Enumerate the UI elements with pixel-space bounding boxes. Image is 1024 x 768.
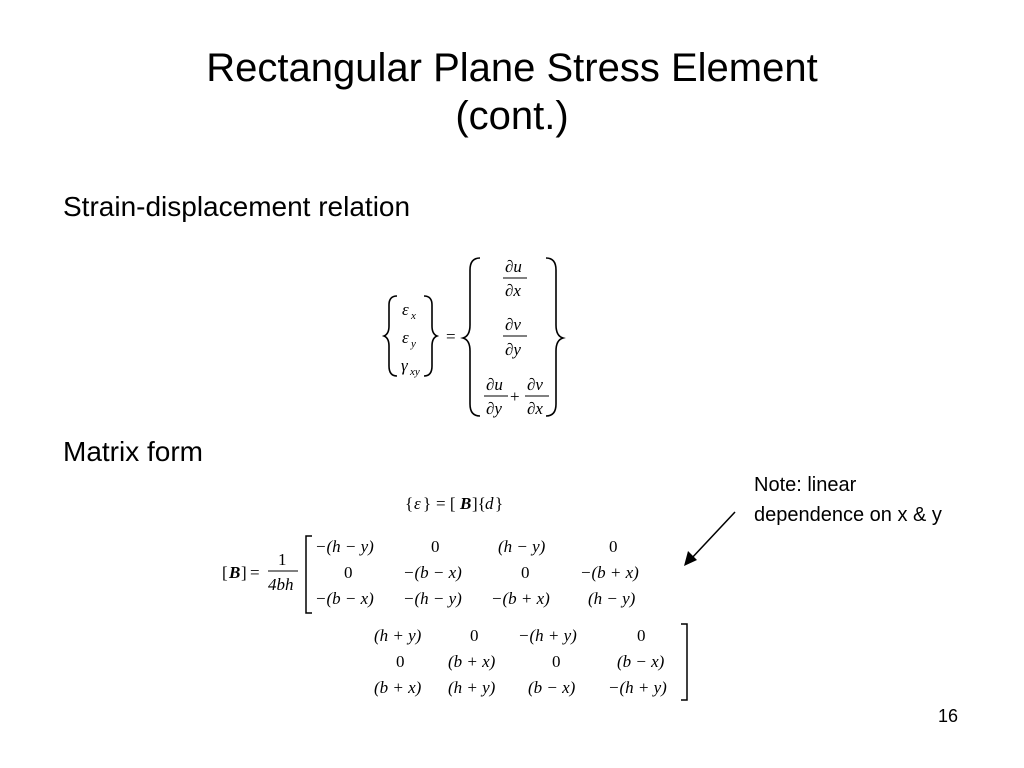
partial-x-den-1: ∂x (505, 281, 521, 300)
cell-bottom-1-1: (b + x) (448, 652, 496, 671)
plus-sign: + (510, 387, 520, 406)
gamma-xy-subscript: xy (409, 366, 420, 378)
cell-bottom-1-0: 0 (396, 652, 405, 671)
cell-top-1-3: −(b + x) (580, 563, 639, 582)
gamma-xy: γ (401, 356, 409, 375)
cell-top-2-2: −(b + x) (491, 589, 550, 608)
cell-bottom-1-3: (b − x) (617, 652, 665, 671)
b-label-bracket-close: ] (241, 563, 247, 582)
fraction-denominator: 4bh (268, 575, 294, 594)
b-symbol: B (459, 494, 471, 513)
cell-bottom-2-2: (b − x) (528, 678, 576, 697)
note-callout: Note: linear dependence on x & y (754, 470, 942, 530)
eps-brace-open: { (405, 494, 413, 513)
cell-bottom-0-3: 0 (637, 626, 646, 645)
cell-bottom-2-1: (h + y) (448, 678, 496, 697)
epsilon-x: ε (402, 300, 409, 319)
heading-matrix-form: Matrix form (63, 436, 203, 467)
matrix-top-rows: −(h − y) 0 (h − y) 0 0 −(b − x) 0 −(b + … (315, 537, 639, 608)
b-equals: = (250, 563, 260, 582)
matrix-left-bracket (305, 535, 312, 614)
d-brace-close: } (495, 494, 503, 513)
right-brace-open (460, 257, 481, 417)
heading-strain-displacement: Strain-displacement relation (63, 191, 411, 222)
d-symbol: d (485, 494, 494, 513)
cell-bottom-1-2: 0 (552, 652, 561, 671)
partial-u-num-2: ∂u (486, 375, 503, 394)
matrix-bottom-rows: (h + y) 0 −(h + y) 0 0 (b + x) 0 (b − x)… (374, 626, 667, 697)
b-label-bracket-open: [ (222, 563, 228, 582)
b-matrix: [ B ] = 1 4bh −(h − y) 0 (h − y) 0 0 −(b… (222, 535, 688, 701)
partial-v-num-1: ∂v (505, 315, 521, 334)
cell-top-0-3: 0 (609, 537, 618, 556)
cell-top-2-0: −(b − x) (315, 589, 374, 608)
epsilon-x-subscript: x (410, 310, 416, 322)
partial-x-den-2: ∂x (527, 399, 543, 418)
partial-y-den-1: ∂y (505, 340, 521, 359)
eps-brace-close: } (423, 494, 431, 513)
strain-displacement-equation: ε x ε y γ xy = ∂u ∂x ∂v ∂y ∂u ∂y + ∂v ∂x (381, 257, 566, 418)
epsilon-y: ε (402, 328, 409, 347)
page-number: 16 (938, 706, 959, 726)
partial-v-num-2: ∂v (527, 375, 543, 394)
cell-top-2-1: −(h − y) (403, 589, 462, 608)
cell-top-0-1: 0 (431, 537, 440, 556)
left-brace-close (423, 295, 440, 377)
cell-top-1-0: 0 (344, 563, 353, 582)
cell-bottom-0-1: 0 (470, 626, 479, 645)
cell-top-1-2: 0 (521, 563, 530, 582)
fraction-numerator: 1 (278, 550, 287, 569)
note-arrow (684, 511, 736, 566)
title-line-2: (cont.) (455, 94, 569, 138)
cell-top-1-1: −(b − x) (403, 563, 462, 582)
partial-u-num-1: ∂u (505, 257, 522, 276)
note-line-2: dependence on x & y (754, 504, 942, 526)
cell-bottom-0-0: (h + y) (374, 626, 422, 645)
left-brace-open (381, 295, 398, 377)
cell-top-0-2: (h − y) (498, 537, 546, 556)
equals-sign: = (446, 327, 456, 346)
partial-y-den-2: ∂y (486, 399, 502, 418)
eps-symbol: ε (414, 494, 421, 513)
matrix-equation: { ε } = [ B ]{ d } (405, 494, 503, 513)
cell-bottom-2-0: (b + x) (374, 678, 422, 697)
equals-bracket: = [ (436, 494, 456, 513)
cell-top-0-0: −(h − y) (315, 537, 374, 556)
right-brace-close (545, 257, 566, 417)
cell-top-2-3: (h − y) (588, 589, 636, 608)
note-line-1: Note: linear (754, 474, 857, 496)
bracket-brace: ]{ (472, 494, 486, 513)
cell-bottom-2-3: −(h + y) (608, 678, 667, 697)
title-line-1: Rectangular Plane Stress Element (206, 46, 818, 90)
slide-title: Rectangular Plane Stress Element (cont.) (0, 44, 1024, 140)
b-label: B (228, 563, 240, 582)
epsilon-y-subscript: y (410, 338, 416, 350)
matrix-right-bracket (681, 623, 688, 701)
cell-bottom-0-2: −(h + y) (518, 626, 577, 645)
